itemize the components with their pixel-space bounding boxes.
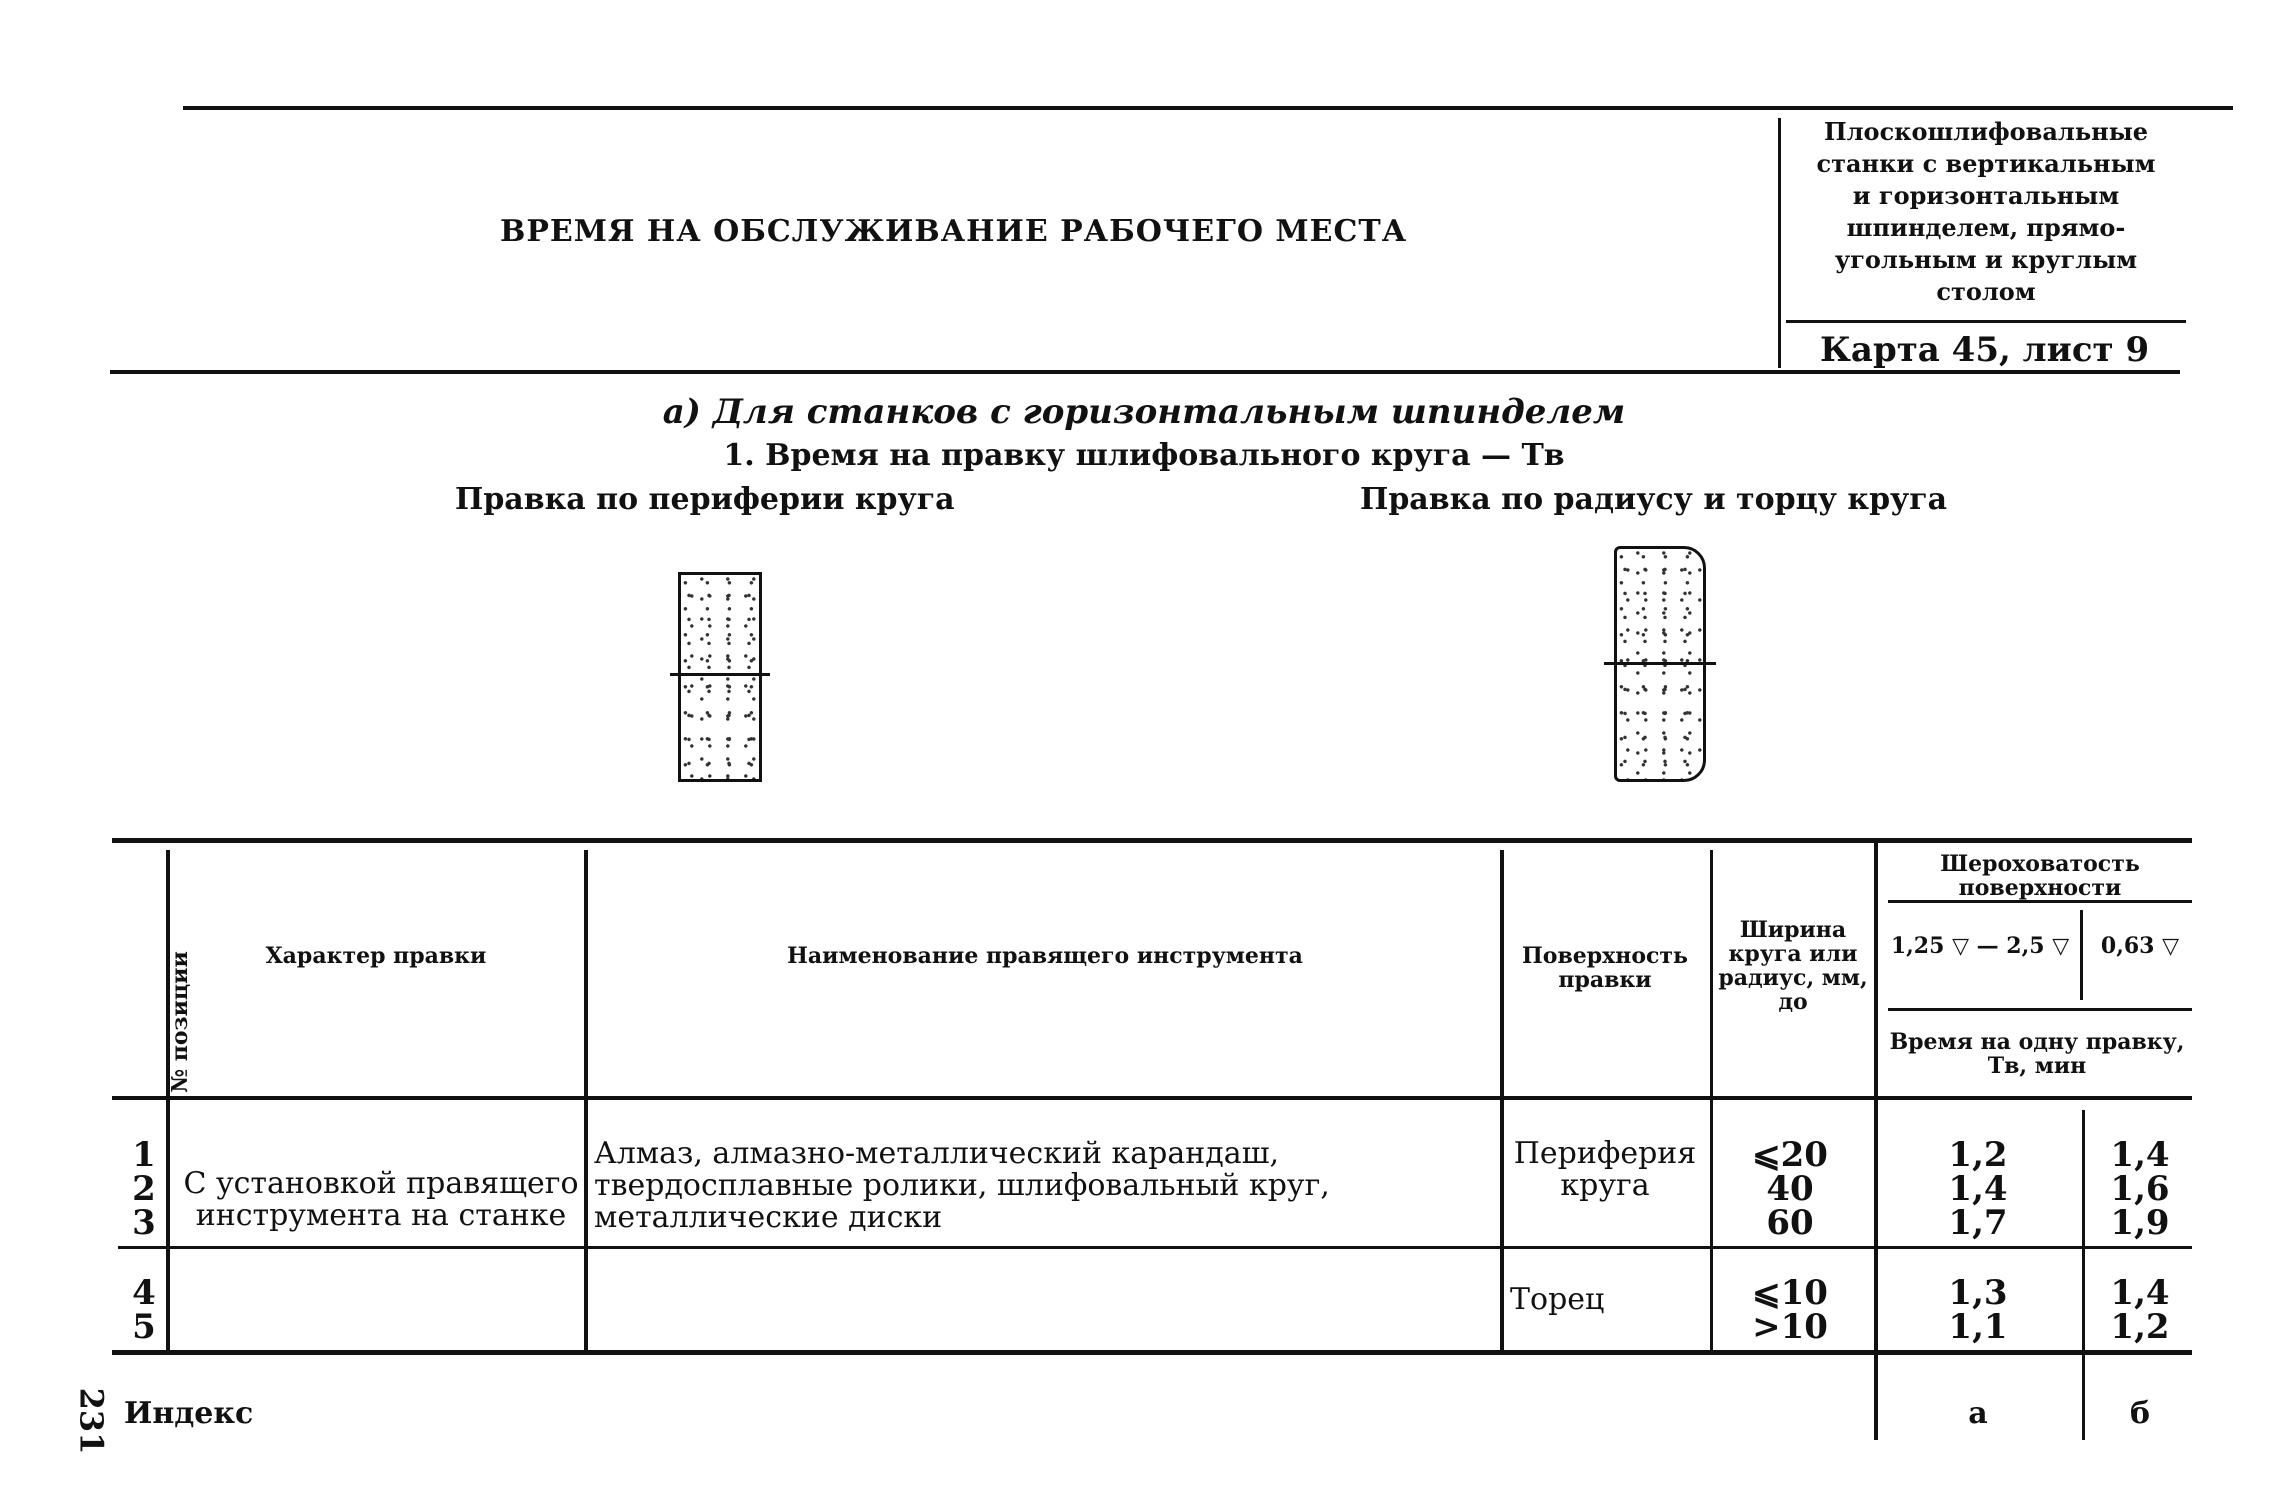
- index-a: а: [1968, 1396, 1988, 1431]
- positions-1-3: 1 2 3: [132, 1135, 156, 1243]
- col-sep-6b: [2082, 1110, 2085, 1440]
- tool-cell: Алмаз, алмазно-металлический карандаш, т…: [594, 1136, 1330, 1235]
- wheel-periphery-axis: [670, 673, 770, 676]
- table-bottom-rule: [112, 1350, 2192, 1355]
- table-top-rule: [112, 838, 2192, 843]
- header-width: Ширина круга или радиус, мм, до: [1718, 917, 1868, 1015]
- width-values-1: ⩽20 40 60: [1752, 1135, 1828, 1243]
- col-sep-3: [1500, 850, 1504, 1350]
- header-time: Время на одну правку, Тв, мин: [1889, 1029, 2185, 1079]
- table-title: 1. Время на правку шлифовального круга —…: [723, 438, 1565, 473]
- caption-periphery: Правка по периферии круга: [455, 482, 955, 517]
- group-separator: [118, 1246, 2192, 1249]
- index-label: Индекс: [124, 1396, 254, 1431]
- width-values-2: ⩽10 >10: [1752, 1273, 1828, 1347]
- card-rule: [1786, 320, 2186, 323]
- time-rule: [1888, 1008, 2192, 1011]
- header-bottom-rule: [110, 370, 2180, 374]
- page-title: ВРЕМЯ НА ОБСЛУЖИВАНИЕ РАБОЧЕГО МЕСТА: [500, 214, 1408, 249]
- surface-periphery-cell: Периферия круга: [1513, 1136, 1697, 1203]
- header-divider: [1778, 118, 1781, 368]
- surface-face-cell: Торец: [1510, 1282, 1605, 1317]
- machine-type: Плоскошлифовальные станки с вертикальным…: [1816, 117, 2156, 306]
- header-roughness-b: 0,63 ▽: [2100, 933, 2180, 959]
- time-b-values-1: 1,4 1,6 1,9: [2110, 1135, 2170, 1243]
- time-b-values-2: 1,4 1,2: [2110, 1273, 2170, 1347]
- card-number: Карта 45, лист 9: [1820, 330, 2150, 370]
- top-rule: [183, 106, 2233, 110]
- character-cell: С установкой правящего инструмента на ст…: [183, 1166, 579, 1233]
- header-surface: Поверхность правки: [1522, 943, 1688, 993]
- roughness-rule: [1888, 900, 2192, 903]
- caption-radius-face: Правка по радиусу и торцу круга: [1360, 482, 1948, 517]
- positions-4-5: 4 5: [132, 1273, 156, 1347]
- header-tool: Наименование правящего инструмента: [787, 943, 1303, 969]
- col-sep-6a: [2080, 910, 2083, 1000]
- wheel-periphery-sketch: [678, 572, 762, 782]
- col-sep-1: [166, 850, 170, 1350]
- col-sep-2: [584, 850, 588, 1350]
- table-head-rule: [112, 1096, 2192, 1100]
- section-subtitle: а) Для станков с горизонтальным шпинделе…: [662, 392, 1626, 432]
- col-sep-4: [1710, 850, 1713, 1350]
- header-roughness-a: 1,25 ▽ — 2,5 ▽: [1890, 933, 2070, 959]
- index-b: б: [2129, 1396, 2150, 1431]
- page-number: 231: [72, 1387, 111, 1455]
- time-a-values-1: 1,2 1,4 1,7: [1948, 1135, 2008, 1243]
- col-sep-5: [1874, 840, 1878, 1440]
- header-roughness: Шероховатость поверхности: [1940, 851, 2140, 901]
- wheel-radius-axis: [1604, 662, 1716, 665]
- time-a-values-2: 1,3 1,1: [1948, 1273, 2008, 1347]
- header-character: Характер правки: [265, 943, 487, 969]
